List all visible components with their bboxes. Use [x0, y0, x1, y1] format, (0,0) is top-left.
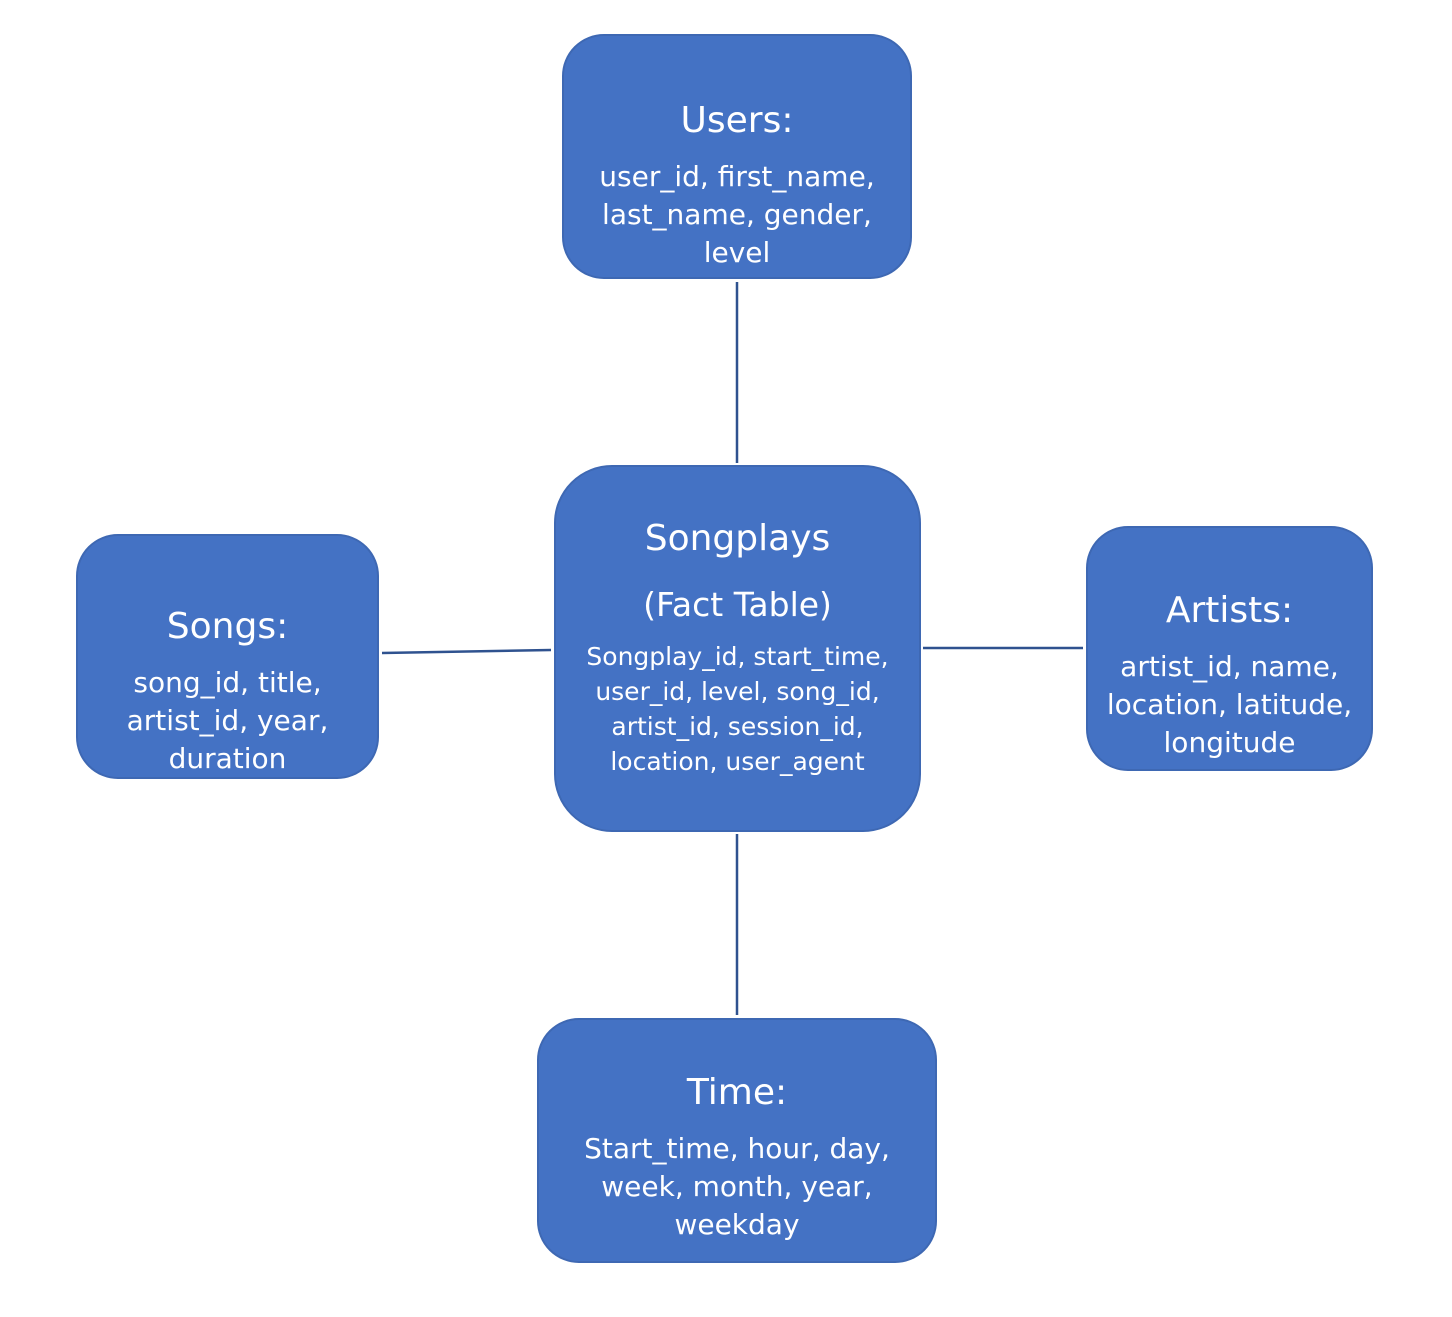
users-table-fields: user_id, first_name, last_name, gender, … [599, 160, 875, 269]
songplays-table-fields: Songplay_id, start_time, user_id, level,… [586, 642, 889, 776]
connector-songs-songplays [381, 648, 552, 655]
time-table-title: Time: [686, 1072, 788, 1113]
users-table-title: Users: [680, 100, 794, 141]
songs-table-fields: song_id, title, artist_id, year, duratio… [126, 666, 329, 775]
songs-table-node: Songs: song_id, title, artist_id, year, … [76, 534, 379, 779]
songplays-table-subtitle: (Fact Table) [643, 585, 832, 624]
songplays-fact-table-node: Songplays (Fact Table) Songplay_id, star… [554, 465, 921, 832]
artists-table-fields: artist_id, name, location, latitude, lon… [1106, 650, 1353, 759]
time-table-node: Time: Start_time, hour, day, week, month… [537, 1018, 937, 1263]
songs-table-title: Songs: [166, 606, 289, 647]
users-table-node: Users: user_id, first_name, last_name, g… [562, 34, 912, 279]
artists-table-node: Artists: artist_id, name, location, lati… [1086, 526, 1373, 771]
songplays-table-title: Songplays [644, 518, 831, 559]
artists-table-title: Artists: [1165, 590, 1294, 631]
time-table-fields: Start_time, hour, day, week, month, year… [584, 1132, 890, 1241]
